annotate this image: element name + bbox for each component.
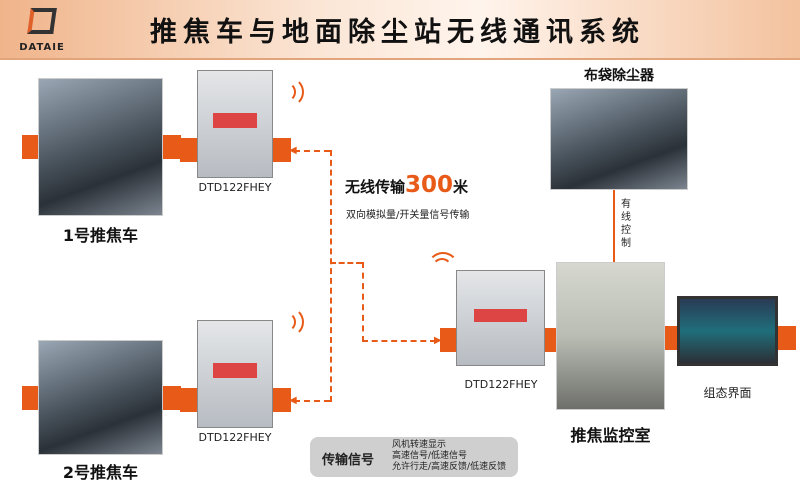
page-title: 推焦车与地面除尘站无线通讯系统 (150, 17, 645, 48)
center-device-label: DTD122FHEY (464, 378, 538, 391)
connector-tab (180, 138, 198, 162)
connector-tab (778, 326, 796, 350)
connector-tab (440, 328, 458, 352)
signal-item: 高速信号/低速信号 (392, 451, 468, 461)
connector-tab (163, 135, 181, 159)
car2-photo (38, 340, 163, 455)
car1-photo (38, 78, 163, 216)
link-line (330, 150, 332, 402)
wired-label: 有线控制 (621, 199, 631, 249)
wireless-icon (274, 77, 304, 107)
device2-photo (197, 320, 273, 428)
header-banner (0, 0, 800, 60)
link-line (362, 262, 364, 342)
dust-collector-label: 布袋除尘器 (584, 68, 654, 84)
company-logo: DATAIE (12, 8, 72, 56)
wireless-distance: 无线传输300米 (345, 172, 469, 198)
arrow-icon: ▶ (434, 335, 442, 346)
car1-label: 1号推焦车 (62, 226, 139, 245)
link-line (330, 262, 362, 264)
link-line (362, 340, 436, 342)
wireless-icon (274, 307, 304, 337)
hmi-label: 组态界面 (703, 386, 752, 400)
connector-tab (22, 386, 40, 410)
device2-label: DTD122FHEY (198, 431, 272, 444)
signal-item: 允许行走/高速反馈/低速反馈 (392, 462, 507, 472)
link-line (294, 150, 330, 152)
wireless-subtitle: 双向模拟量/开关量信号传输 (346, 210, 470, 221)
device1-label: DTD122FHEY (198, 181, 272, 194)
control-room-label: 推焦监控室 (570, 426, 651, 445)
signal-item: 风机转速显示 (392, 440, 447, 450)
link-line (294, 400, 330, 402)
connector-tab (180, 388, 198, 412)
signal-box: 传输信号 风机转速显示 高速信号/低速信号 允许行走/高速反馈/低速反馈 (310, 437, 518, 477)
center-device-photo (456, 270, 545, 366)
hmi-photo (677, 296, 778, 366)
connector-tab (273, 388, 291, 412)
arrow-icon: ◀ (289, 145, 297, 156)
control-room-photo (556, 262, 665, 410)
signal-title: 传输信号 (322, 453, 375, 468)
connector-tab (665, 326, 677, 350)
device1-photo (197, 70, 273, 178)
dust-collector-photo (550, 88, 688, 190)
arrow-icon: ◀ (289, 395, 297, 406)
connector-tab (273, 138, 291, 162)
wired-line (613, 190, 615, 262)
connector-tab (22, 135, 40, 159)
connector-tab (163, 386, 181, 410)
wireless-icon (427, 252, 459, 284)
car2-label: 2号推焦车 (62, 463, 139, 482)
